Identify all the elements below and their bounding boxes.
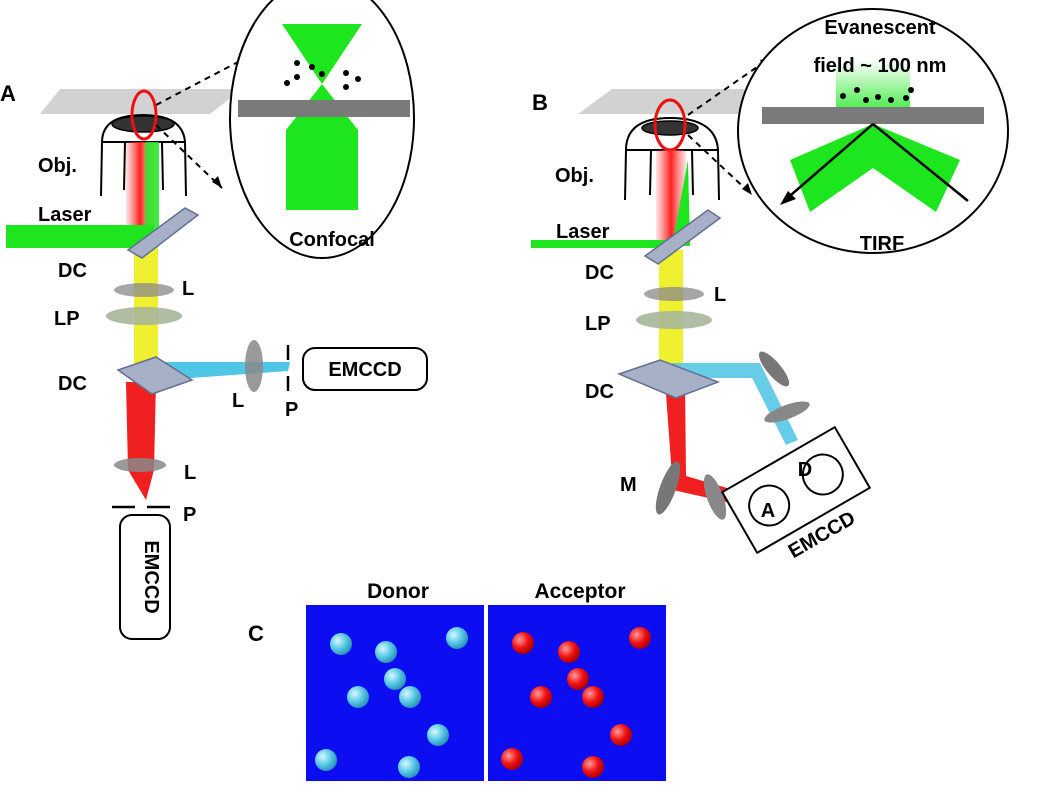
panel-a-letter: A [0, 81, 16, 106]
donor-title: Donor [367, 580, 429, 603]
evanescent-label-line2: field ~ 100 nm [814, 55, 947, 77]
panel-c-letter: C [248, 621, 264, 646]
dichroic-mirror-1 [126, 207, 200, 259]
emccd-bottom-label: EMCCD [140, 540, 162, 613]
objective-label-a: Obj. [38, 155, 77, 177]
panel-b: B EMCCD A D [531, 8, 1009, 563]
mirror-label-b: M [620, 474, 637, 496]
dc1-label-b: DC [585, 262, 614, 284]
zoom-arrow-b-bottom [742, 183, 752, 195]
laser-label-b: Laser [556, 221, 610, 243]
tirf-caption: TIRF [860, 233, 904, 255]
laser-beam-b [531, 240, 671, 248]
channel-a-circle [748, 484, 791, 527]
objective-label-b: Obj. [555, 165, 594, 187]
dichroic-mirror-2-b [616, 359, 721, 399]
acceptor-beam [126, 382, 156, 500]
lens-acceptor-b [703, 474, 727, 520]
objective-lens [100, 113, 187, 197]
channel-d-circle [801, 453, 844, 496]
dc2-label-a: DC [58, 373, 87, 395]
confocal-caption: Confocal [289, 229, 375, 251]
donor-spots [315, 627, 468, 778]
longpass-filter-b [636, 311, 712, 329]
dc2-label-b: DC [585, 381, 614, 403]
panel-a: A EMCCD [0, 0, 428, 640]
laser-label-a: Laser [38, 204, 92, 226]
lp-label-a: LP [54, 308, 80, 330]
focus-cone-top [282, 24, 362, 84]
tirf-beams [790, 124, 960, 212]
lens-donor-b [764, 401, 810, 423]
lens-1-b [644, 287, 704, 301]
dichroic-mirror-1-b [643, 209, 722, 265]
lens-1 [114, 283, 174, 297]
l2-label-a: L [232, 390, 244, 412]
confocal-inset: Confocal [229, 0, 415, 259]
channel-d-label: D [798, 459, 812, 481]
molecules-b [840, 87, 914, 103]
dc1-label-a: DC [58, 260, 87, 282]
l1-label-a: L [182, 278, 194, 300]
lens-2 [245, 340, 263, 392]
emccd-camera-b: EMCCD [720, 425, 872, 563]
pinhole-bottom-label: P [183, 504, 196, 526]
incident-ray [783, 123, 874, 202]
channel-a-label: A [761, 500, 775, 522]
coverslip-b [762, 107, 984, 124]
emission-beam-yellow [134, 245, 158, 365]
focus-highlight [130, 89, 158, 141]
ray-arrowhead [780, 191, 796, 205]
acceptor-beam-b [665, 380, 768, 510]
panel-c: C Donor Acceptor [248, 580, 666, 781]
tirf-excitation-beam [672, 160, 690, 246]
emccd-camera-bottom [119, 514, 171, 640]
molecules-a [284, 60, 361, 90]
pinhole-side-label: P [285, 399, 298, 421]
longpass-filter [106, 307, 182, 325]
zoom-line-b-bottom [687, 134, 753, 196]
zoom-line-a-top [155, 61, 239, 106]
zoom-arrow-a [212, 176, 222, 188]
l3-label-a: L [184, 462, 196, 484]
evanescent-label-line1: Evanescent [824, 17, 936, 39]
panel-b-letter: B [532, 90, 548, 115]
mirror-acceptor-b [655, 461, 681, 515]
emccd-side-label: EMCCD [328, 359, 401, 381]
acceptor-spots [501, 627, 651, 778]
acceptor-title: Acceptor [534, 580, 625, 603]
emccd-camera-side [302, 347, 428, 391]
emission-beam-yellow-b [659, 250, 683, 365]
mirror-donor-b [758, 351, 790, 387]
zoom-line-b-top [687, 57, 771, 116]
excitation-beam-vertical [145, 142, 159, 242]
tirf-inset: Evanescent field ~ 100 nm TIRF [737, 8, 1009, 255]
lens-3 [114, 458, 166, 472]
zoom-line-a-bottom [155, 124, 223, 189]
laser-beam [6, 225, 154, 248]
sample-slide [40, 89, 242, 114]
coverslip-a [238, 100, 410, 117]
l1-label-b: L [714, 284, 726, 306]
reflected-ray [872, 123, 969, 202]
donor-beam-b [672, 363, 798, 445]
lp-label-b: LP [585, 313, 611, 335]
dichroic-mirror-2 [116, 356, 194, 395]
